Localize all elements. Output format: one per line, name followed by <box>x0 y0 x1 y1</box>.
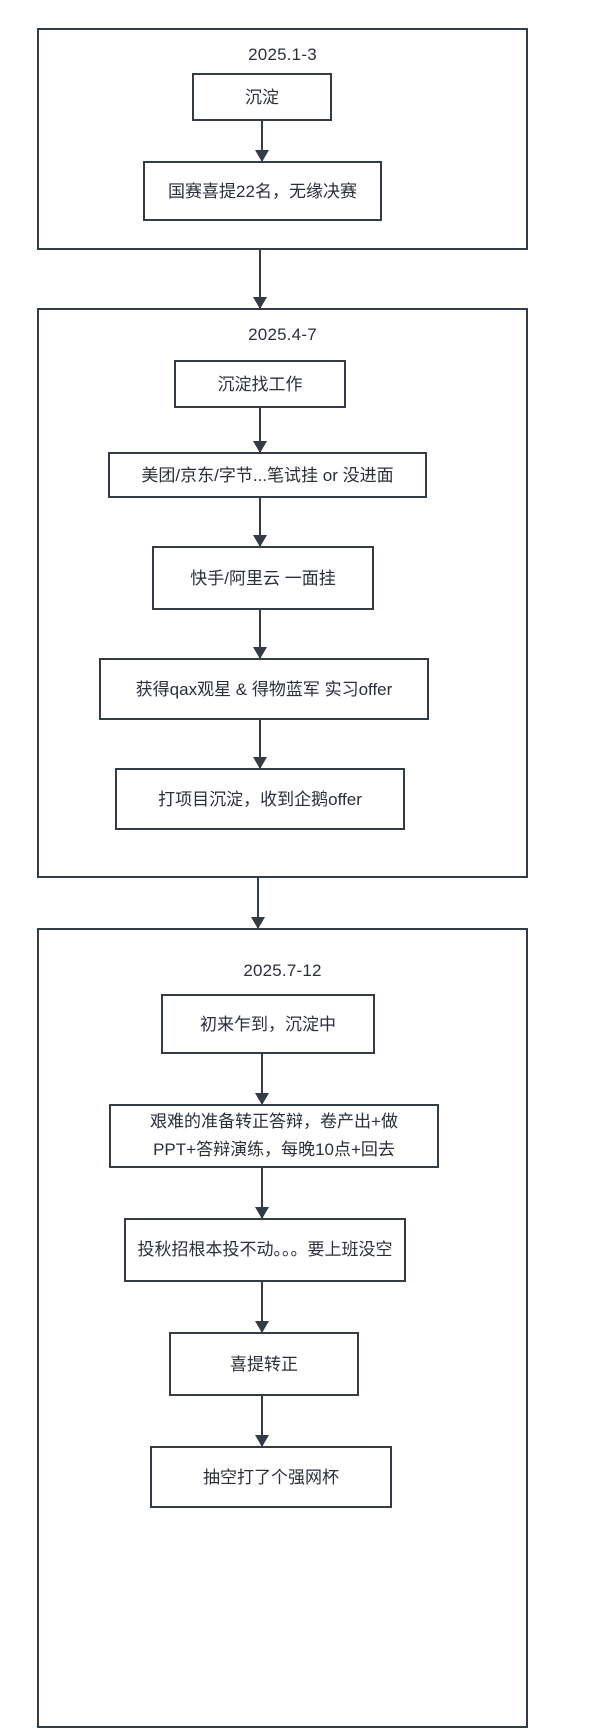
phase-group-2025-4-7[interactable]: 2025.4-7 沉淀找工作 美团/京东/字节...笔试挂 or 没进面 快手/… <box>37 308 528 878</box>
node-meituan-jingdong-zijie[interactable]: 美团/京东/字节...笔试挂 or 没进面 <box>108 452 427 498</box>
phase-title-2025-7-12: 2025.7-12 <box>243 961 322 980</box>
node-daxiangmu-qie-offer[interactable]: 打项目沉淀，收到企鹅offer <box>115 768 405 830</box>
phase-group-2025-7-12[interactable]: 2025.7-12 初来乍到，沉淀中 艰难的准备转正答辩，卷产出+做PPT+答辩… <box>37 928 528 1728</box>
node-chendian-zhaogongzuo[interactable]: 沉淀找工作 <box>174 360 346 408</box>
phase-title-2025-4-7: 2025.4-7 <box>248 325 317 344</box>
edge-phase1-to-phase2 <box>259 250 261 308</box>
edge-p2n3-to-p2n4 <box>259 610 261 658</box>
edge-p3n3-to-p3n4 <box>261 1282 263 1332</box>
node-chouk-dale-qiangwangbei[interactable]: 抽空打了个强网杯 <box>150 1446 392 1508</box>
phase-group-2025-1-3[interactable]: 2025.1-3 沉淀 国赛喜提22名，无缘决赛 <box>37 28 528 250</box>
node-jiannan-zhuanzheng-dabian[interactable]: 艰难的准备转正答辩，卷产出+做PPT+答辩演练，每晚10点+回去 <box>109 1104 439 1168</box>
node-qax-guanxing-dewu-lanjun[interactable]: 获得qax观星 & 得物蓝军 实习offer <box>99 658 429 720</box>
edge-p3n2-to-p3n3 <box>261 1168 263 1218</box>
node-guosai-xiti-22[interactable]: 国赛喜提22名，无缘决赛 <box>143 161 382 221</box>
phase-title-2025-1-3: 2025.1-3 <box>248 45 317 64</box>
node-xiti-zhuanzheng[interactable]: 喜提转正 <box>169 1332 359 1396</box>
node-touqiuzhao-toubudong[interactable]: 投秋招根本投不动。。。要上班没空 <box>124 1218 406 1282</box>
edge-p3n4-to-p3n5 <box>261 1396 263 1446</box>
edge-p1n1-to-p1n2 <box>261 121 263 161</box>
edge-phase2-to-phase3 <box>257 878 259 928</box>
node-chen-dian[interactable]: 沉淀 <box>192 73 332 121</box>
node-kuaishou-aliyun[interactable]: 快手/阿里云 一面挂 <box>152 546 374 610</box>
edge-p2n4-to-p2n5 <box>259 720 261 768</box>
edge-p3n1-to-p3n2 <box>261 1054 263 1104</box>
edge-p2n1-to-p2n2 <box>259 408 261 452</box>
edge-p2n2-to-p2n3 <box>259 498 261 546</box>
node-chulai-zhadao[interactable]: 初来乍到，沉淀中 <box>161 994 375 1054</box>
